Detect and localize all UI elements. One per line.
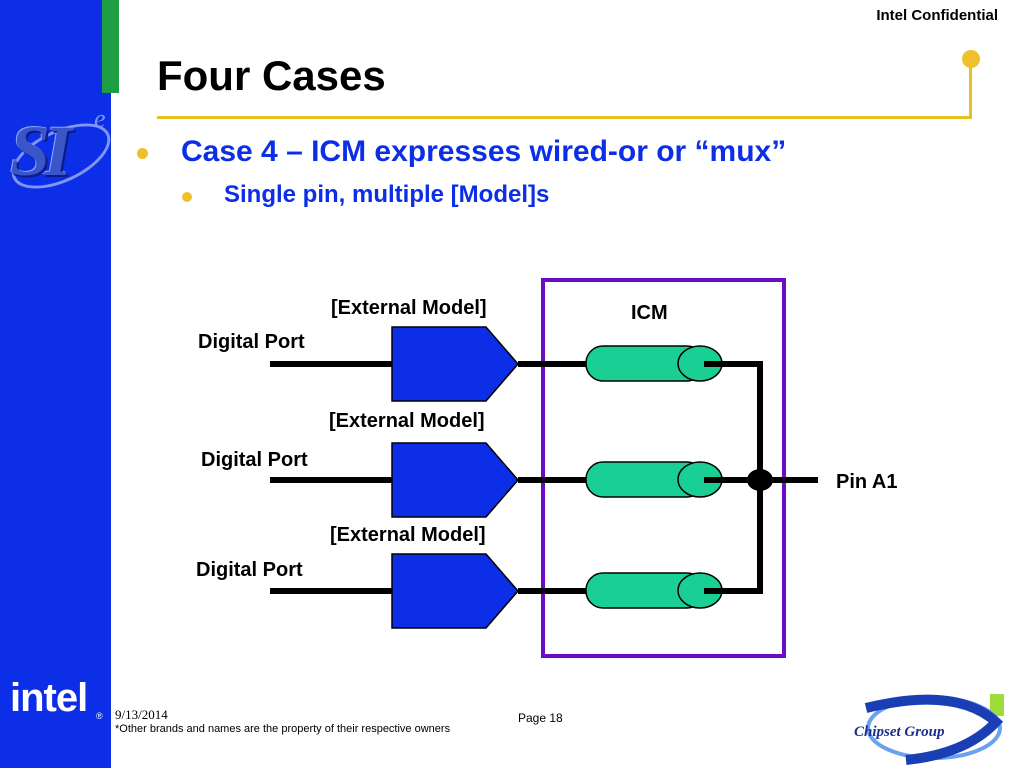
external-model-label: [External Model] [331, 297, 487, 319]
bullet-dot-level2 [182, 192, 192, 202]
si-logo-text: SI [10, 111, 72, 191]
left-sidebar [0, 0, 111, 768]
page-number: Page 18 [518, 711, 563, 725]
title-corner-dot [962, 50, 980, 68]
chipset-group-logo: Chipset Group [846, 694, 1004, 766]
external-model-label: [External Model] [329, 410, 485, 432]
digital-port-label: Digital Port [198, 331, 305, 353]
intel-logo: intel [10, 676, 88, 720]
digital-port-label: Digital Port [201, 449, 308, 471]
connector-cylinder [585, 461, 723, 498]
icm-label: ICM [631, 302, 668, 324]
slide-title: Four Cases [157, 52, 386, 99]
bullet-level1-text: Case 4 – ICM expresses wired-or or “mux” [181, 135, 787, 168]
icm-box [541, 278, 786, 658]
buffer-model-shape [391, 442, 519, 518]
external-model-label: [External Model] [330, 524, 486, 546]
si-logo-e: e [94, 104, 106, 133]
title-corner-line [969, 62, 972, 119]
footer-note: *Other brands and names are the property… [115, 723, 451, 735]
connector-cylinder [585, 572, 723, 609]
bullet-level2-text: Single pin, multiple [Model]s [224, 181, 550, 208]
buffer-model-shape [391, 553, 519, 629]
confidential-label: Intel Confidential [876, 7, 998, 24]
chipset-swoosh-icon [864, 694, 1004, 765]
buffer-model-shape [391, 326, 519, 402]
connector-cylinder [585, 345, 723, 382]
chipset-group-text: Chipset Group [854, 724, 945, 740]
bullet-dot-level1 [137, 148, 148, 159]
green-accent-bar [102, 0, 119, 93]
intel-registered-mark: ® [96, 711, 103, 721]
title-underline [157, 116, 972, 119]
si-logo: SI e [1, 104, 121, 202]
footer-date: 9/13/2014 [115, 707, 168, 722]
digital-port-label: Digital Port [196, 559, 303, 581]
pin-label: Pin A1 [836, 471, 898, 493]
